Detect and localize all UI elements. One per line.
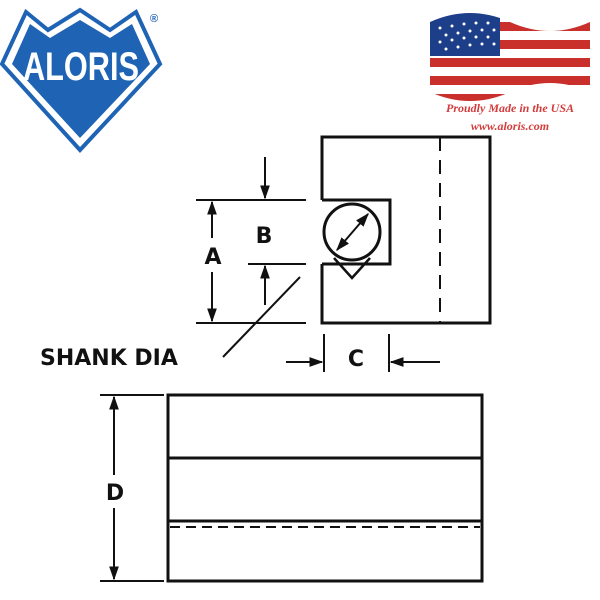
- dimension-lines-d: [100, 394, 164, 582]
- shank-pocket: [322, 198, 392, 266]
- website-link[interactable]: www.aloris.com: [471, 119, 549, 133]
- holder-side-view: [166, 393, 484, 583]
- v-notch: [333, 257, 371, 280]
- dimension-a-label: A: [204, 245, 221, 270]
- usa-flag-icon: [430, 13, 590, 101]
- made-in-usa-tagline: Proudly Made in the USA: [446, 101, 574, 115]
- shank-dia-label: SHANK DIA: [40, 346, 178, 371]
- dimension-d-label: D: [106, 481, 124, 506]
- dimension-c-label: C: [348, 347, 364, 372]
- aloris-logo: ALORIS ®: [0, 7, 163, 153]
- shank-diameter-arrow: [336, 212, 369, 252]
- dimension-b-label: B: [256, 224, 273, 249]
- dimension-lines-c: [286, 334, 440, 372]
- dimension-lines-ab: [196, 157, 306, 324]
- shank-leader-line: [222, 276, 301, 358]
- holder-top-view: [320, 135, 492, 325]
- brand-name: ALORIS: [23, 45, 139, 89]
- registered-mark: ®: [150, 13, 158, 25]
- shank-circle: [322, 202, 382, 262]
